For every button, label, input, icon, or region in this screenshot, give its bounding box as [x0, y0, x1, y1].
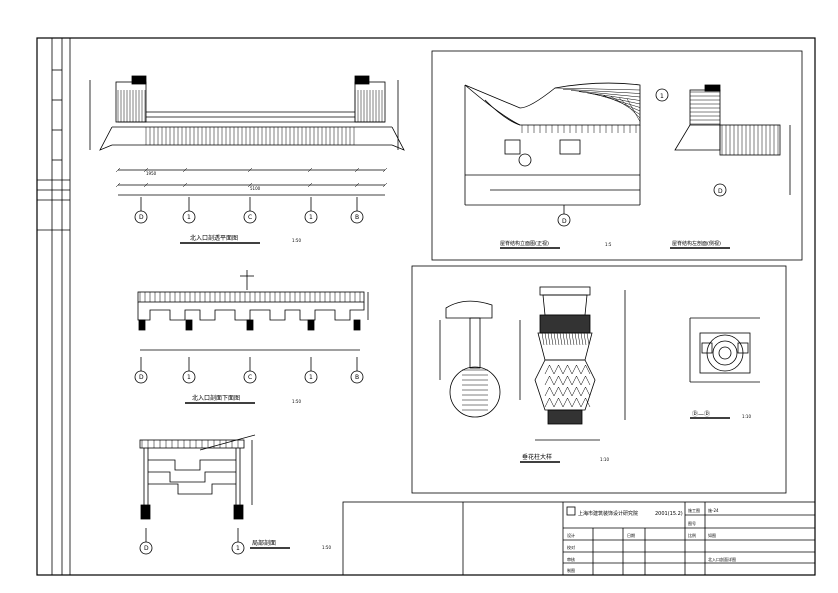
axis-marker-top-2-label: C: [248, 214, 252, 221]
outer-border: [36, 37, 816, 576]
label-check: 校对: [567, 544, 575, 550]
axis-marker-mid-3-label: 1: [309, 374, 313, 381]
title-view2: 北入口剖面下面图: [192, 394, 240, 402]
label-design: 设计: [567, 532, 575, 538]
scale-view4: 1:5: [605, 242, 612, 247]
detail-frame-pendant: [411, 265, 787, 494]
view-pendant-detail: 垂花柱大样 1:10: [439, 286, 626, 463]
label-date: 日期: [627, 532, 635, 538]
scale-value: 如图: [708, 532, 716, 538]
title-view1: 北入口剖透平面图: [190, 234, 238, 242]
scale-view2: 1:50: [292, 399, 301, 404]
axis-marker-mid-0-label: D: [139, 374, 144, 381]
binding-strip: [37, 38, 71, 575]
view-entrance-lower: D 1 C 1 B 北入口剖面下面图 1:50: [134, 270, 369, 404]
axis-marker-top-4-label: B: [355, 214, 359, 221]
title-view5: 屋脊结构左剖面(侧视): [672, 240, 721, 247]
title-view3: 局部剖面: [252, 539, 276, 547]
label-approve: 审核: [567, 556, 575, 562]
axis-marker-top-3-label: 1: [309, 214, 313, 221]
title-view4: 屋脊结构立面图(正视): [500, 240, 549, 247]
scale-view3: 1:50: [322, 545, 331, 550]
scale-view1: 1:50: [292, 238, 301, 243]
detail-frame-roof: [431, 50, 803, 261]
project-number: 2001(15.2): [655, 511, 683, 517]
view-ridge-front: D 屋脊结构立面图(正视) 1:5: [464, 82, 641, 249]
axis-marker-mid-4-label: B: [355, 374, 359, 381]
label-scale: 比例: [688, 532, 696, 538]
sheet-number: 施-24: [708, 507, 719, 513]
title-view7: Ⓓ—Ⓓ: [692, 410, 710, 418]
axis-marker-mid-1-label: 1: [187, 374, 191, 381]
view-entrance-elevation: 1950 5100 D 1 C 1 B 北入口剖透平面图 1:50: [89, 75, 405, 244]
title-view6: 垂花柱大样: [522, 453, 552, 461]
scale-view6: 1:10: [600, 457, 609, 462]
company-name: 上海市建筑装饰设计研究院: [578, 510, 638, 517]
label-drawn: 制图: [567, 567, 575, 573]
label-stage: 施工图: [688, 507, 700, 513]
drawing-name: 北入口剖面详图: [708, 556, 736, 562]
view-pendant-section: Ⓓ—Ⓓ 1:10: [689, 317, 760, 419]
axis-marker-mid-2-label: C: [248, 374, 252, 381]
dim-total: 5100: [250, 186, 261, 191]
view-partial-section: D 1 局部剖面 1:50: [139, 434, 331, 555]
axis-marker-top-0-label: D: [139, 214, 144, 221]
view-ridge-side: 1 D 屋脊结构左剖面(侧视): [655, 84, 791, 249]
scale-view7: 1:10: [742, 414, 751, 419]
title-block: 上海市建筑装饰设计研究院 2001(15.2) 设计 校对 审核 制图 日期 施…: [342, 501, 816, 576]
dim-1: 1950: [146, 171, 157, 176]
callout-one: 1: [660, 93, 664, 100]
axis-d-side: D: [718, 188, 723, 195]
axis-marker-top-1-label: 1: [187, 214, 191, 221]
axis-marker-bottom-1-label: 1: [236, 545, 240, 552]
label-sheet: 图号: [688, 520, 696, 526]
axis-d: D: [562, 218, 567, 225]
axis-marker-bottom-0-label: D: [144, 545, 149, 552]
